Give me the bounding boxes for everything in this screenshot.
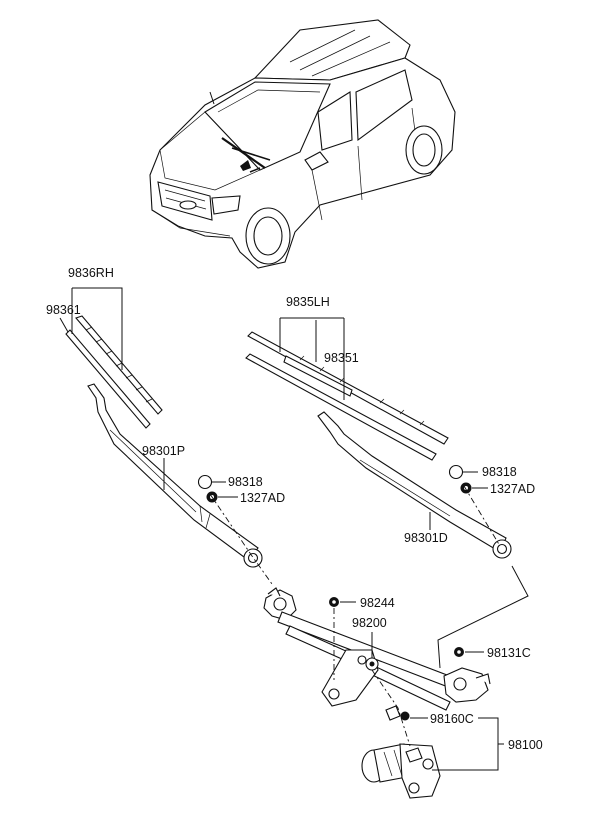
blade-rh <box>75 315 163 415</box>
label-nut-rh: 1327AD <box>240 491 285 505</box>
leader-lines <box>59 287 504 771</box>
cap-lh <box>448 464 464 480</box>
axis-line-lh <box>463 485 501 547</box>
label-linkage: 98200 <box>352 616 387 630</box>
label-nut-lh: 1327AD <box>490 482 535 496</box>
arm-rh <box>87 383 263 568</box>
label-motor: 98100 <box>508 738 543 752</box>
label-nut-pivot: 98131C <box>487 646 531 660</box>
label-bolt-motor: 98160C <box>430 712 474 726</box>
wiper-motor <box>361 743 441 799</box>
label-cap-rh: 98318 <box>228 475 263 489</box>
label-arm-lh: 98301D <box>404 531 448 545</box>
refill-rh <box>65 329 151 429</box>
axis-line-motor <box>371 669 411 747</box>
blade-lh <box>247 331 449 445</box>
axis-line-rh <box>209 493 273 585</box>
linkage-assembly <box>263 587 491 711</box>
label-refill-rh: 98361 <box>46 303 81 317</box>
vehicle-illustration <box>149 19 456 269</box>
cap-rh <box>197 474 213 490</box>
bolt-motor <box>385 705 410 721</box>
label-refill-lh: 98351 <box>324 351 359 365</box>
arm-lh <box>317 411 512 559</box>
nut-linkage <box>329 597 339 607</box>
nut-pivot <box>454 647 464 657</box>
nut-lh <box>460 482 472 494</box>
label-blade-lh: 9835LH <box>286 295 330 309</box>
label-arm-rh: 98301P <box>142 444 185 458</box>
leader-lh-pivot <box>437 565 529 669</box>
label-blade-rh: 9836RH <box>68 266 114 280</box>
label-cap-lh: 98318 <box>482 465 517 479</box>
label-nut-linkage: 98244 <box>360 596 395 610</box>
refill-lh <box>245 353 437 461</box>
